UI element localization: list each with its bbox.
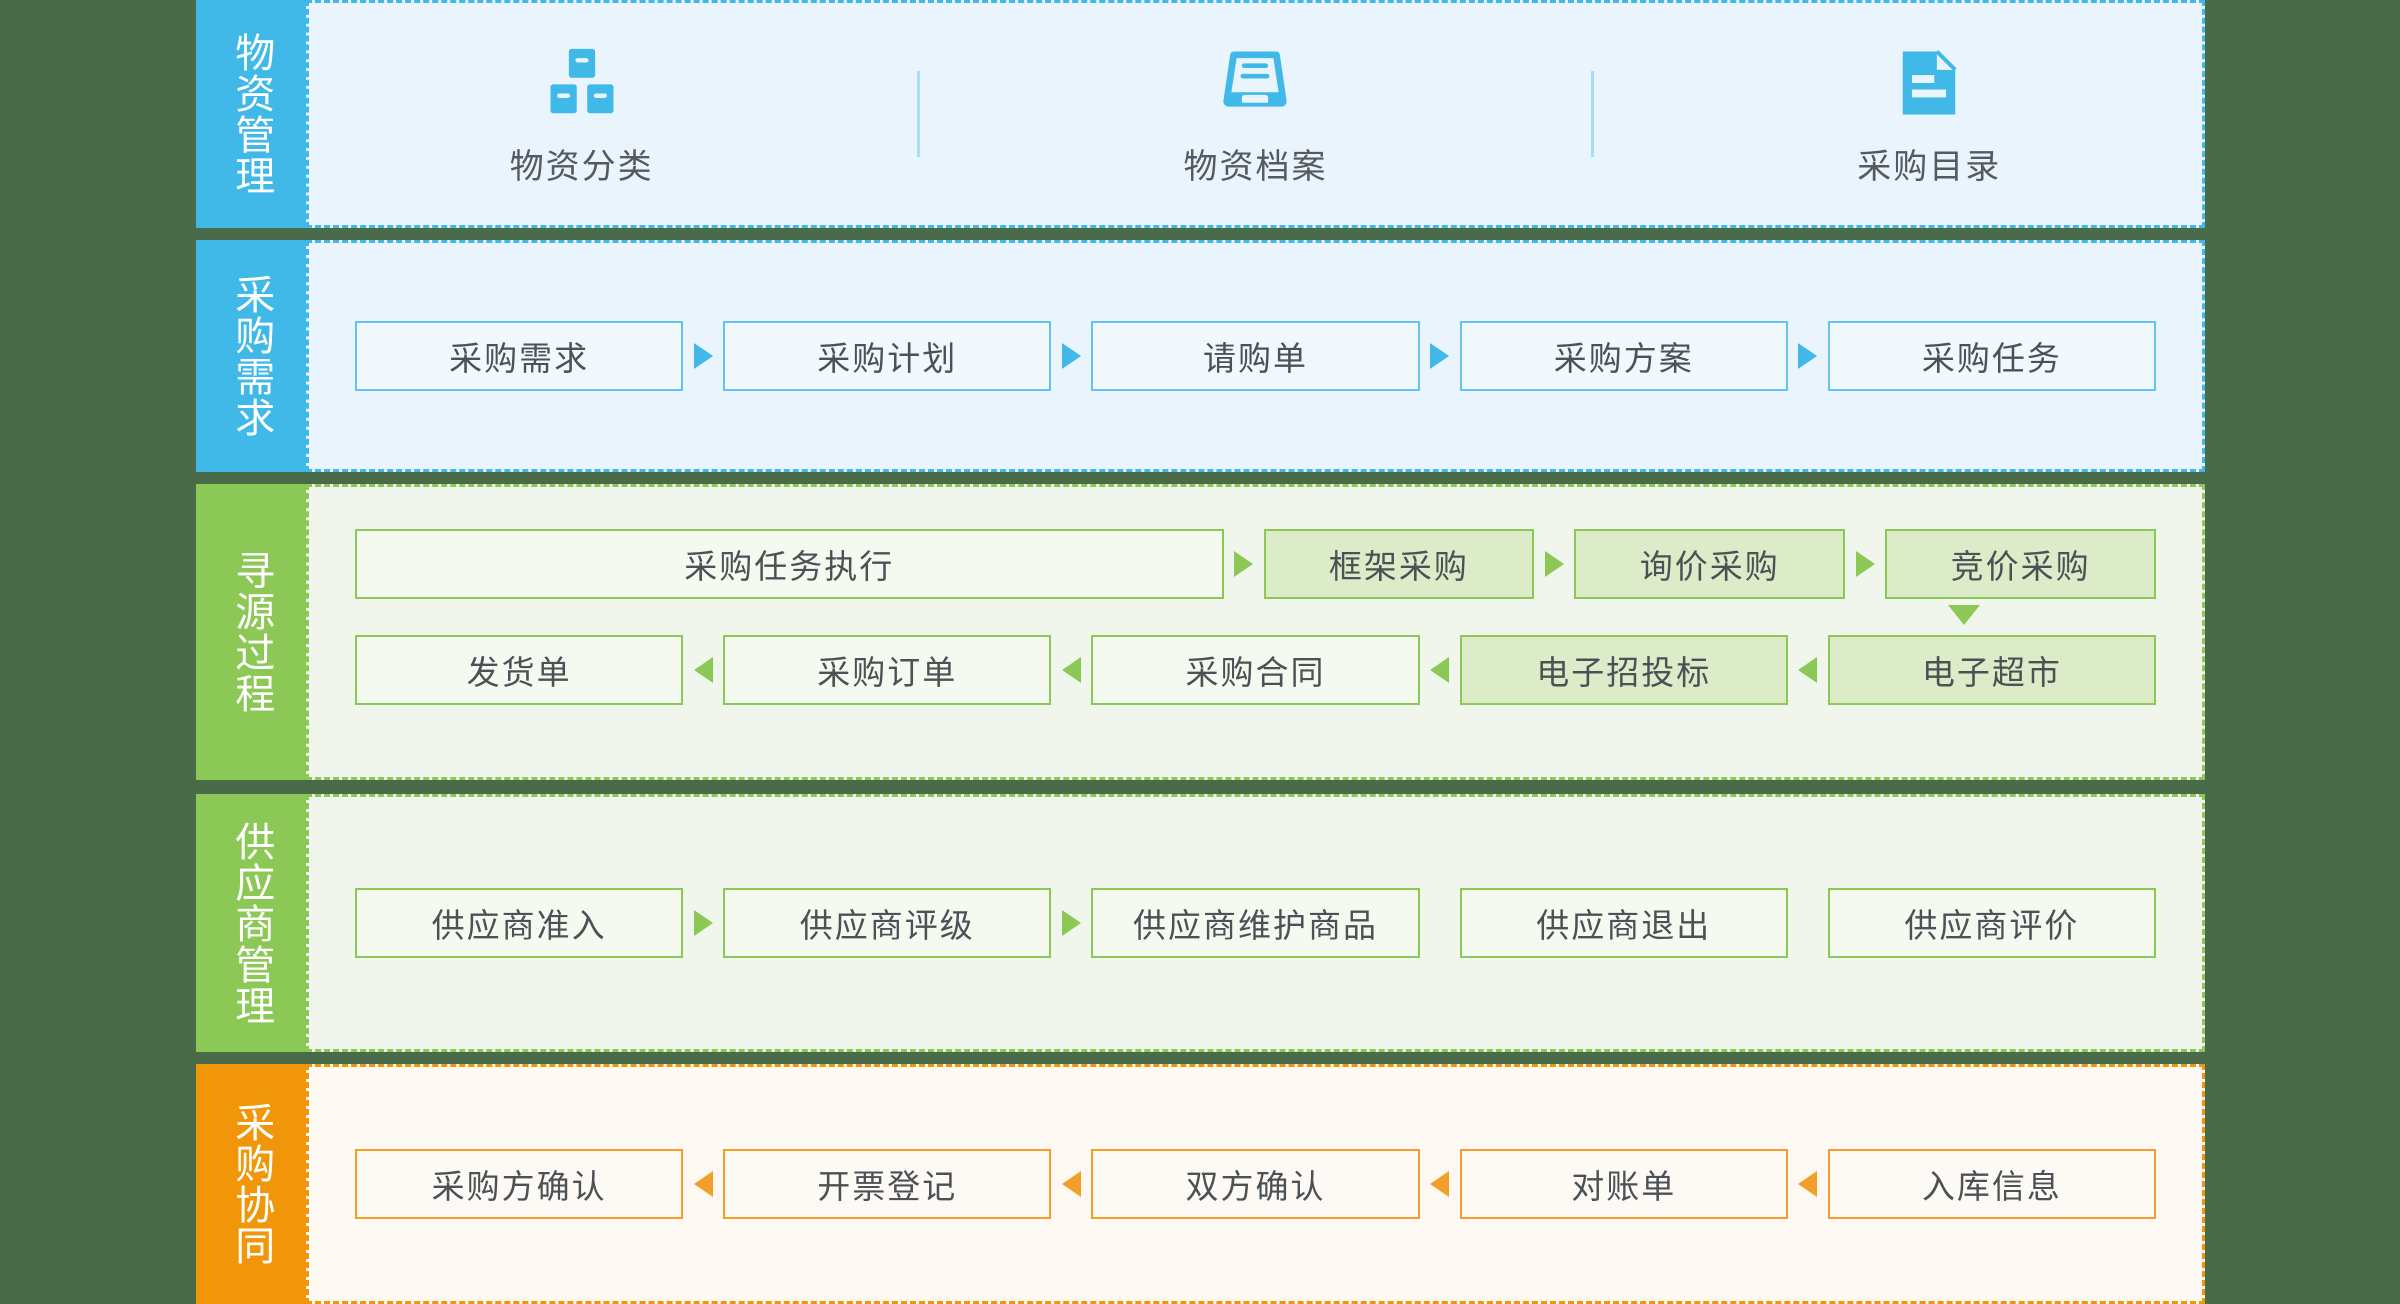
icon-item-label: 物资档案 [1183,147,1328,186]
row-title-material-management: 物资管理 [196,0,306,228]
arrow-left-1 [683,635,723,705]
arrow-right-6 [1534,529,1574,599]
vertical-divider-2 [1590,71,1594,157]
flow-chip-supplier-evaluation[interactable]: 供应商评价 [1827,888,2157,958]
flow-chip-supplier-maintain-goods[interactable]: 供应商维护商品 [1091,888,1420,958]
arrow-left-4 [1788,635,1828,705]
arrow-down-bidding-to-emarket [1948,604,1980,626]
row-panel-supplier-management: 供应商准入 供应商评级 供应商维护商品 供应商退出 供应商评价 [306,794,2205,1052]
flow-chip-supplier-rating[interactable]: 供应商评级 [723,888,1052,958]
row-material-management: 物资管理 物资分类 [196,0,2205,228]
row-panel-purchase-collaboration: 采购方确认 开票登记 双方确认 对账单 入库信息 [306,1064,2205,1304]
row-purchase-collaboration: 采购协同 采购方确认 开票登记 双方确认 对账单 入库信息 [196,1064,2205,1304]
flow-chip-inquiry-purchase[interactable]: 询价采购 [1574,529,1846,599]
icon-item-purchase-catalog[interactable]: 采购目录 [1719,41,2139,188]
arrow-right-1 [683,321,723,391]
flow-chip-supplier-exit[interactable]: 供应商退出 [1459,888,1788,958]
flow-chip-purchase-requirement[interactable]: 采购需求 [355,321,684,391]
material-management-icon-row: 物资分类 物资档案 [309,3,2202,225]
row-supplier-management: 供应商管理 供应商准入 供应商评级 供应商维护商品 供应商退出 供应商评价 [196,794,2205,1052]
arrow-right-5 [1224,529,1264,599]
arrow-left-7 [1420,1149,1460,1219]
flow-chip-purchase-task-execution[interactable]: 采购任务执行 [355,529,1224,599]
arrow-right-3 [1420,321,1460,391]
sourcing-line-one: 采购任务执行 框架采购 询价采购 竞价采购 [309,529,2202,599]
icon-item-material-archive[interactable]: 物资档案 [1045,41,1465,188]
flow-chip-purchase-contract[interactable]: 采购合同 [1091,635,1420,705]
arrow-left-3 [1420,635,1460,705]
flow-chip-purchase-scheme[interactable]: 采购方案 [1459,321,1788,391]
flow-chip-purchase-order[interactable]: 采购订单 [723,635,1052,705]
arrow-right-8 [683,888,723,958]
purchase-collaboration-flow: 采购方确认 开票登记 双方确认 对账单 入库信息 [309,1149,2202,1219]
icon-item-label: 采购目录 [1857,147,2002,186]
flow-chip-e-bidding[interactable]: 电子招投标 [1459,635,1788,705]
flow-chip-buyer-confirm[interactable]: 采购方确认 [355,1149,684,1219]
arrow-left-6 [1051,1149,1091,1219]
row-title-sourcing-process: 寻源过程 [196,484,306,780]
arrow-right-9 [1051,888,1091,958]
sourcing-line-two: 发货单 采购订单 采购合同 电子招投标 电子超市 [309,635,2202,705]
flow-chip-framework-purchase[interactable]: 框架采购 [1263,529,1535,599]
row-panel-material-management: 物资分类 物资档案 [306,0,2205,228]
flow-chip-bilateral-confirm[interactable]: 双方确认 [1091,1149,1420,1219]
flow-chip-delivery-note[interactable]: 发货单 [355,635,684,705]
arrow-left-2 [1051,635,1091,705]
flow-chip-requisition[interactable]: 请购单 [1091,321,1420,391]
row-title-purchase-requirement: 采购需求 [196,240,306,472]
icon-item-label: 物资分类 [509,147,654,186]
purchase-requirement-flow: 采购需求 采购计划 请购单 采购方案 采购任务 [309,321,2202,391]
arrow-right-7 [1845,529,1885,599]
supplier-management-flow: 供应商准入 供应商评级 供应商维护商品 供应商退出 供应商评价 [309,888,2202,958]
flow-chip-e-supermarket[interactable]: 电子超市 [1827,635,2157,705]
arrow-left-5 [683,1149,723,1219]
row-title-supplier-management: 供应商管理 [196,794,306,1052]
flow-chip-invoice-registration[interactable]: 开票登记 [723,1149,1052,1219]
inbox-tray-icon [1223,51,1288,107]
arrow-right-2 [1051,321,1091,391]
vertical-divider-1 [917,71,921,157]
flow-chip-purchase-task[interactable]: 采购任务 [1827,321,2157,391]
row-purchase-requirement: 采购需求 采购需求 采购计划 请购单 采购方案 采购任务 [196,240,2205,472]
row-title-purchase-collaboration: 采购协同 [196,1064,306,1304]
gap-2 [1788,888,1828,958]
document-folded-icon [1903,49,1957,114]
boxes-stack-icon [550,48,614,113]
icon-item-material-classification[interactable]: 物资分类 [372,41,792,188]
row-panel-sourcing-process: 采购任务执行 框架采购 询价采购 竞价采购 发货单 采购订单 采购合同 电子招投… [306,484,2205,780]
arrow-left-8 [1788,1149,1828,1219]
gap-1 [1420,888,1460,958]
flow-chip-statement[interactable]: 对账单 [1459,1149,1788,1219]
row-panel-purchase-requirement: 采购需求 采购计划 请购单 采购方案 采购任务 [306,240,2205,472]
arrow-right-4 [1788,321,1828,391]
flow-chip-purchase-plan[interactable]: 采购计划 [723,321,1052,391]
flow-chip-inbound-info[interactable]: 入库信息 [1827,1149,2157,1219]
flow-chip-supplier-admission[interactable]: 供应商准入 [355,888,684,958]
flow-chip-bidding-purchase[interactable]: 竞价采购 [1885,529,2156,599]
row-sourcing-process: 寻源过程 采购任务执行 框架采购 询价采购 竞价采购 发货单 采购订单 采购合同 [196,484,2205,780]
